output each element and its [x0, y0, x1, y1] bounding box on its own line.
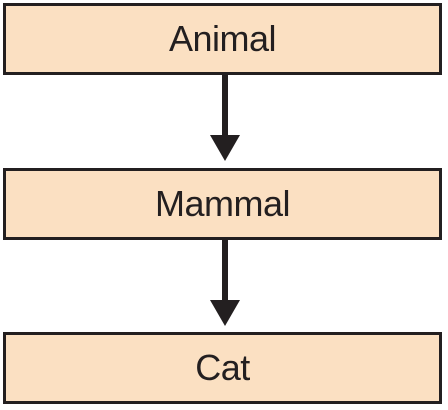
node-cat-label: Cat — [195, 347, 250, 388]
arrow-animal-to-mammal — [210, 75, 240, 161]
node-animal-label: Animal — [168, 18, 277, 59]
node-mammal: Mammal — [3, 168, 442, 240]
node-cat: Cat — [3, 332, 442, 404]
arrow-mammal-to-cat — [210, 240, 240, 326]
node-mammal-label: Mammal — [154, 183, 291, 224]
node-animal: Animal — [3, 3, 442, 75]
